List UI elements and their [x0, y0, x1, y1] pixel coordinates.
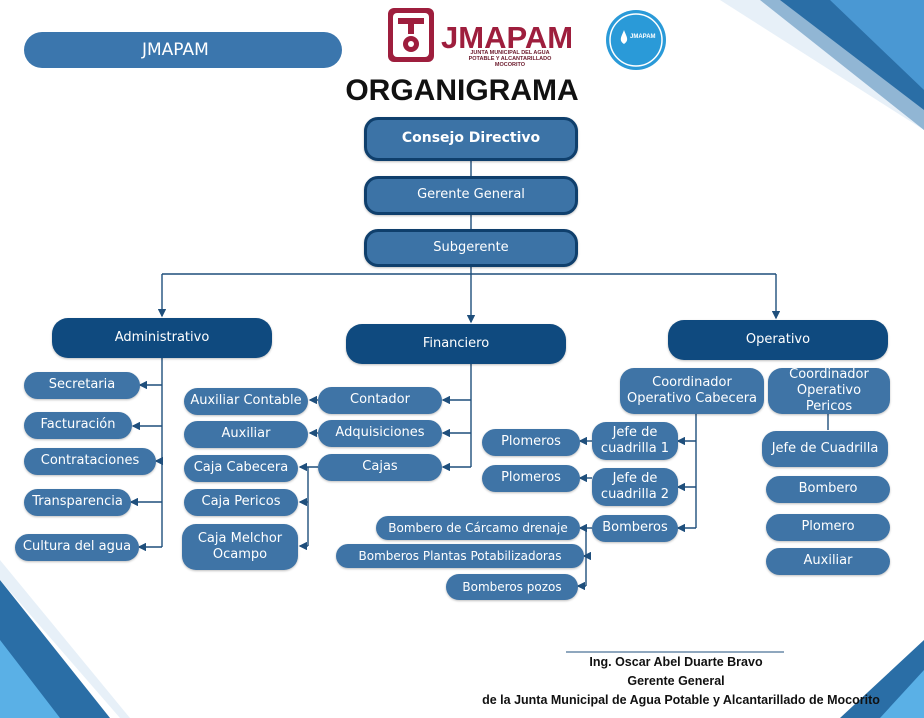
node-coordinador-operativo-cabecera: Coordinador Operativo Cabecera	[620, 368, 764, 414]
node-subgerente: Subgerente	[364, 229, 578, 267]
node-financiero: Financiero	[346, 324, 566, 364]
bottom-right-decoration	[840, 640, 924, 718]
badge-label: JMAPAM	[630, 34, 656, 40]
water-drop-badge-icon	[606, 10, 666, 70]
node-bomberos-pozos: Bomberos pozos	[446, 574, 578, 600]
node-auxiliar-operativo: Auxiliar	[766, 548, 890, 575]
node-bomberos: Bomberos	[592, 515, 678, 542]
node-caja-melchor-ocampo: Caja Melchor Ocampo	[182, 524, 298, 570]
bottom-left-decoration	[0, 560, 130, 718]
node-coordinador-operativo-pericos: Coordinador Operativo Pericos	[768, 367, 890, 414]
node-caja-cabecera: Caja Cabecera	[184, 455, 298, 482]
node-bombero: Bombero	[766, 476, 890, 503]
node-plomeros-2: Plomeros	[482, 465, 580, 492]
node-bomberos-plantas-potabilizadoras: Bomberos Plantas Potabilizadoras	[336, 544, 584, 568]
node-transparencia: Transparencia	[24, 489, 131, 516]
node-auxiliar: Auxiliar	[184, 421, 308, 448]
signature-name: Ing. Oscar Abel Duarte Bravo	[589, 655, 763, 669]
node-secretaria: Secretaria	[24, 372, 140, 399]
signature-org: de la Junta Municipal de Agua Potable y …	[482, 693, 880, 707]
header-pill: JMAPAM	[24, 32, 342, 68]
node-contador: Contador	[318, 387, 442, 414]
node-consejo-directivo: Consejo Directivo	[364, 117, 578, 161]
node-plomeros-1: Plomeros	[482, 429, 580, 456]
node-operativo: Operativo	[668, 320, 888, 360]
node-jefe-cuadrilla-2: Jefe de cuadrilla 2	[592, 468, 678, 506]
node-adquisiciones: Adquisiciones	[318, 420, 442, 447]
top-right-decoration	[720, 0, 924, 130]
page-title: ORGANIGRAMA	[345, 74, 579, 107]
node-cajas: Cajas	[318, 454, 442, 481]
node-plomero: Plomero	[766, 514, 890, 541]
node-bombero-carcamo-drenaje: Bombero de Cárcamo drenaje	[376, 516, 580, 540]
logo-name: JMAPAM	[441, 20, 574, 55]
node-administrativo: Administrativo	[52, 318, 272, 358]
header-pill-label: JMAPAM	[142, 40, 209, 60]
node-facturacion: Facturación	[24, 412, 132, 439]
logo-emblem-icon	[388, 8, 434, 62]
node-jefe-de-cuadrilla: Jefe de Cuadrilla	[762, 431, 888, 467]
node-auxiliar-contable: Auxiliar Contable	[184, 388, 308, 415]
signature-role: Gerente General	[627, 674, 725, 688]
node-gerente-general: Gerente General	[364, 176, 578, 215]
node-caja-pericos: Caja Pericos	[184, 489, 298, 516]
node-jefe-cuadrilla-1: Jefe de cuadrilla 1	[592, 422, 678, 460]
logo-subtitle: JUNTA MUNICIPAL DEL AGUA POTABLE Y ALCAN…	[468, 50, 552, 68]
node-contrataciones: Contrataciones	[24, 448, 156, 475]
node-cultura-del-agua: Cultura del agua	[15, 534, 139, 561]
